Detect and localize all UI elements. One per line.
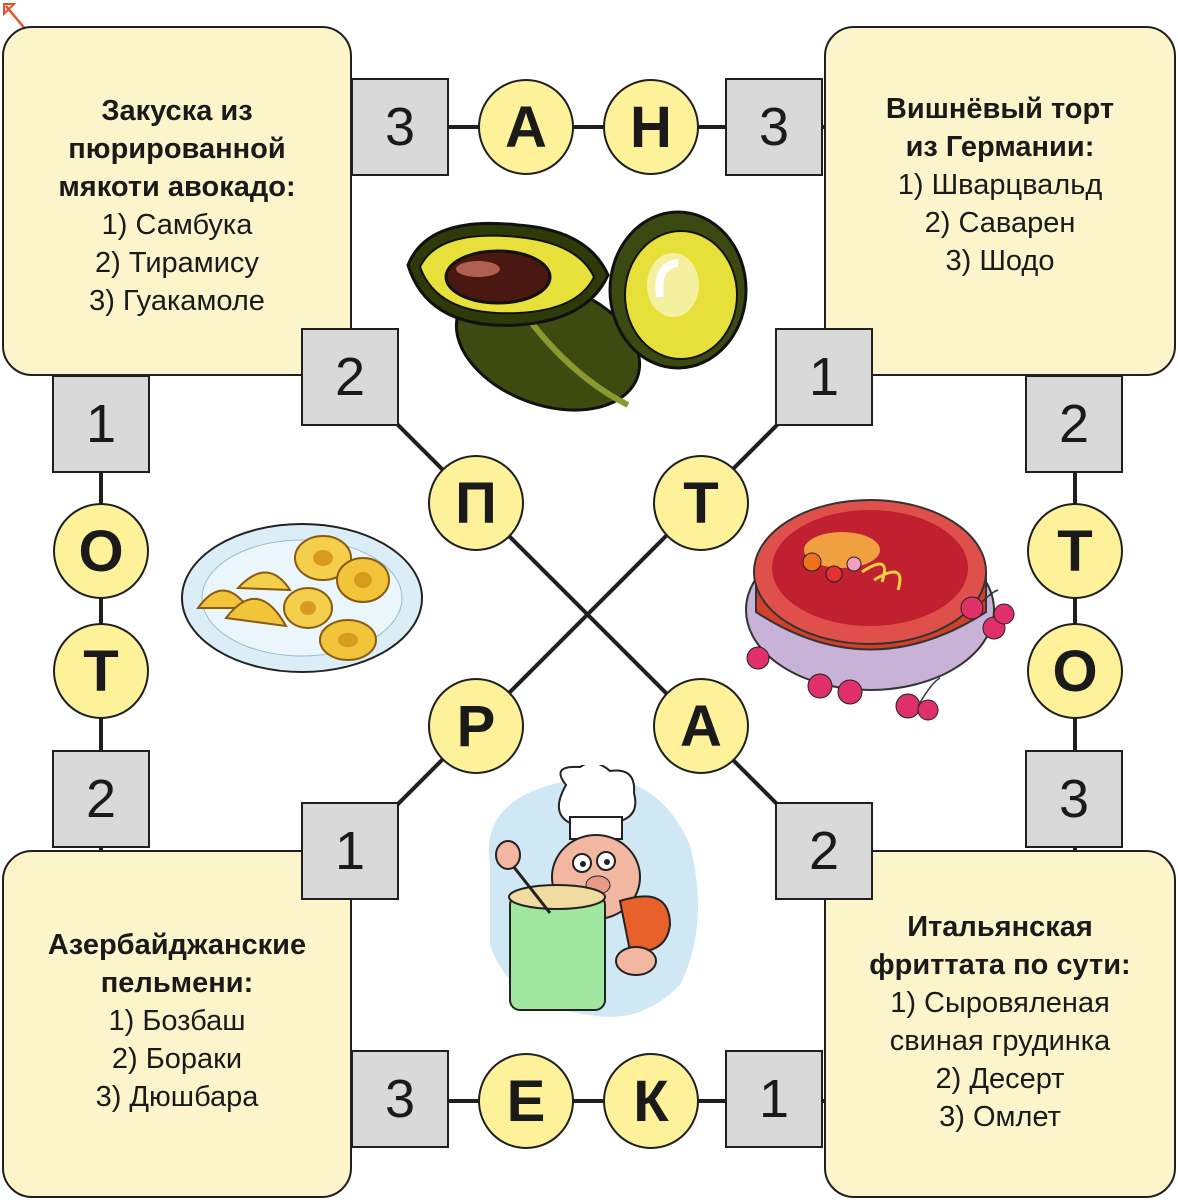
- letter-cell-diagonal-top-right[interactable]: Т: [653, 455, 749, 551]
- number-box-left-top: 1: [52, 375, 150, 473]
- answer-option[interactable]: 1) Шварцвальд: [897, 169, 1103, 201]
- answer-option[interactable]: 2) Тирамису: [95, 247, 259, 279]
- number-box-right-bottom: 3: [1025, 750, 1123, 848]
- letter-cell-diagonal-top-left[interactable]: П: [428, 455, 524, 551]
- answer-option[interactable]: 1) Бозбаш: [108, 1005, 246, 1037]
- letter-cell-bottom-2[interactable]: К: [603, 1053, 699, 1149]
- letter-cell-bottom-1[interactable]: Е: [478, 1053, 574, 1149]
- letter-cell-top-2[interactable]: Н: [603, 79, 699, 175]
- answer-option[interactable]: 3) Омлет: [939, 1101, 1061, 1133]
- letter-cell-right-2[interactable]: О: [1027, 623, 1123, 719]
- chef-illustration: [488, 765, 698, 1017]
- avocado-illustration: [406, 210, 748, 412]
- letter-cell-left-2[interactable]: Т: [53, 623, 149, 719]
- number-box-bottom-left: 3: [351, 1050, 449, 1148]
- question-text: Азербайджанские пельмени:: [47, 929, 307, 999]
- answer-option[interactable]: 3) Шодо: [945, 245, 1055, 277]
- answer-option[interactable]: 2) Саварен: [924, 207, 1076, 239]
- letter-cell-top-1[interactable]: А: [478, 79, 574, 175]
- answer-option[interactable]: 1) Самбука: [101, 209, 253, 241]
- number-box-left-bottom: 2: [52, 750, 150, 848]
- answer-option[interactable]: 1) Сыровяленая свиная грудинка: [889, 987, 1111, 1057]
- number-box-diagonal-bottom-left: 1: [301, 802, 399, 900]
- letter-cell-left-1[interactable]: О: [53, 503, 149, 599]
- dumplings-plate-illustration: [181, 523, 423, 673]
- number-box-diagonal-top-right: 1: [775, 328, 873, 426]
- answer-option[interactable]: 3) Дюшбара: [95, 1081, 259, 1113]
- number-box-top-left: 3: [351, 78, 449, 176]
- cherry-cake-illustration: [745, 499, 1015, 721]
- question-card-bottom-left: Азербайджанские пельмени: 1) Бозбаш 2) Б…: [2, 850, 352, 1198]
- letter-cell-right-1[interactable]: Т: [1027, 503, 1123, 599]
- question-card-top-right: Вишнёвый торт из Германии: 1) Шварцвальд…: [824, 26, 1176, 376]
- question-text: Итальянская фриттата по сути:: [869, 911, 1131, 981]
- question-text: Вишнёвый торт из Германии:: [885, 93, 1115, 163]
- number-box-top-right: 3: [725, 78, 823, 176]
- answer-option[interactable]: 2) Бораки: [111, 1043, 243, 1075]
- answer-option[interactable]: 3) Гуакамоле: [89, 285, 265, 317]
- question-card-top-left: Закуска из пюрированной мякоти авокадо: …: [2, 26, 352, 376]
- question-text: Закуска из пюрированной мякоти авокадо:: [58, 95, 296, 203]
- number-box-diagonal-bottom-right: 2: [775, 802, 873, 900]
- letter-cell-diagonal-bottom-right[interactable]: А: [653, 678, 749, 774]
- number-box-bottom-right: 1: [725, 1050, 823, 1148]
- number-box-diagonal-top-left: 2: [301, 328, 399, 426]
- question-card-bottom-right: Итальянская фриттата по сути: 1) Сыровял…: [824, 850, 1176, 1198]
- answer-option[interactable]: 2) Десерт: [935, 1063, 1065, 1095]
- number-box-right-top: 2: [1025, 375, 1123, 473]
- letter-cell-diagonal-bottom-left[interactable]: Р: [428, 678, 524, 774]
